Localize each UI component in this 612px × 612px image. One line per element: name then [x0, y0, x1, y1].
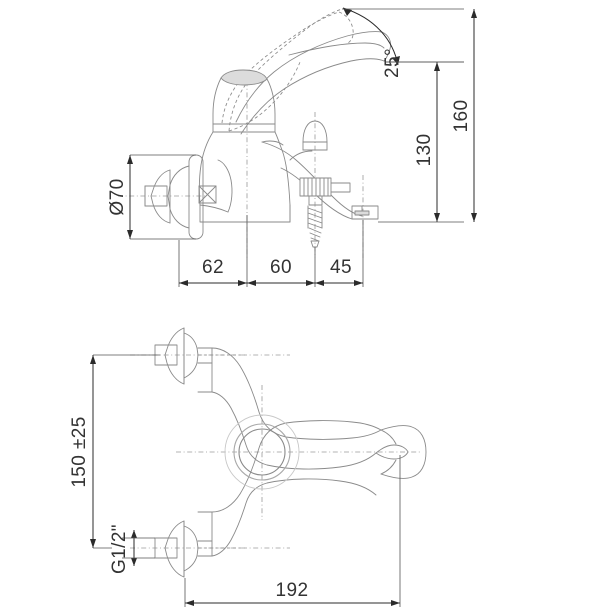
upper-inlet-escutcheon	[154, 327, 245, 393]
dimension-thread-g12: G1/2"	[109, 524, 155, 574]
front-elevation-view: 150 ±25 G1/2" 192	[69, 327, 427, 607]
dimension-chain-horizontal: 62 60 45	[178, 215, 364, 287]
dimension-label-width-60: 60	[270, 257, 292, 278]
knurl-hatch	[303, 177, 329, 197]
shower-outlet-connector	[299, 177, 351, 248]
cartridge-collar	[212, 123, 276, 133]
dimension-label-thread-g12: G1/2"	[109, 524, 130, 574]
side-view-center-lines	[118, 70, 364, 258]
spout	[261, 140, 379, 223]
thread-hatch	[307, 205, 323, 248]
dimension-diameter-70: Ø70	[107, 154, 196, 240]
dimension-label-angle-25: 25°	[382, 48, 403, 78]
dimension-height-130: 130	[378, 61, 464, 223]
mixer-body	[198, 131, 291, 223]
dimension-width-192: 192	[184, 455, 401, 607]
dimension-label-centers-150: 150 ±25	[69, 416, 90, 487]
dimension-label-height-130: 130	[414, 134, 435, 167]
dimension-label-width-45: 45	[330, 257, 352, 278]
lever-handle-raised-phantom	[221, 8, 354, 132]
handle-cap	[212, 69, 276, 125]
front-view-center-lines	[130, 354, 420, 549]
lever-handle	[235, 31, 392, 135]
cartridge-ring	[224, 414, 300, 490]
dimension-centers-150: 150 ±25	[69, 354, 160, 549]
side-elevation-view: 25° 130 160	[107, 7, 477, 287]
dimension-label-width-62: 62	[202, 257, 224, 278]
diverter-knob	[289, 120, 328, 161]
dimension-label-width-192: 192	[276, 580, 309, 601]
mixer-body-front	[211, 347, 427, 557]
dimension-height-160: 160	[451, 9, 477, 222]
dimension-label-diameter-70: Ø70	[107, 178, 128, 215]
wall-escutcheon-inlet	[144, 154, 217, 240]
dimension-label-height-160: 160	[451, 100, 472, 133]
lower-inlet-escutcheon	[154, 511, 245, 578]
